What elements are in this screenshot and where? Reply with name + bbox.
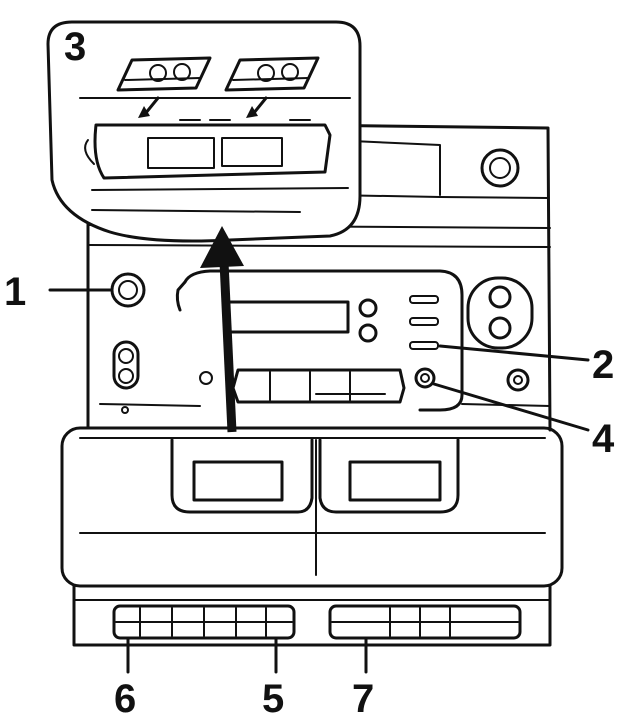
- button-4: [414, 367, 436, 389]
- cassette-doors: [60, 426, 564, 588]
- cassette-left: [116, 56, 212, 92]
- panel-button: [358, 323, 378, 343]
- callout-6: 6: [114, 677, 136, 721]
- leader-lines: [48, 288, 590, 674]
- inset-bubble: [46, 20, 362, 243]
- inset-frame: [46, 20, 362, 243]
- cassette-right: [224, 56, 320, 92]
- button-row-left: [112, 604, 296, 640]
- button-row-right: [328, 604, 522, 640]
- display-panel: [175, 269, 464, 412]
- callout-5: 5: [262, 677, 284, 721]
- display-window: [226, 300, 350, 334]
- left-controls: [99, 272, 201, 414]
- leader-2: [438, 344, 590, 362]
- insert-arrow: [200, 226, 244, 433]
- panel-button: [358, 298, 378, 318]
- callout-7: 7: [352, 677, 374, 721]
- button-2: [409, 341, 439, 350]
- right-speaker-panel: [466, 276, 534, 350]
- leader-4: [432, 382, 590, 432]
- base-panel: [72, 584, 552, 647]
- highlight-frame: [60, 426, 564, 588]
- callout-1: 1: [4, 270, 26, 314]
- left-buttons: [112, 340, 140, 390]
- right-controls: [461, 276, 551, 407]
- callout-2: 2: [592, 343, 614, 387]
- power-knob: [110, 272, 146, 308]
- callout-4: 4: [592, 417, 615, 461]
- open-deck: [93, 123, 332, 180]
- callout-3: 3: [64, 25, 86, 69]
